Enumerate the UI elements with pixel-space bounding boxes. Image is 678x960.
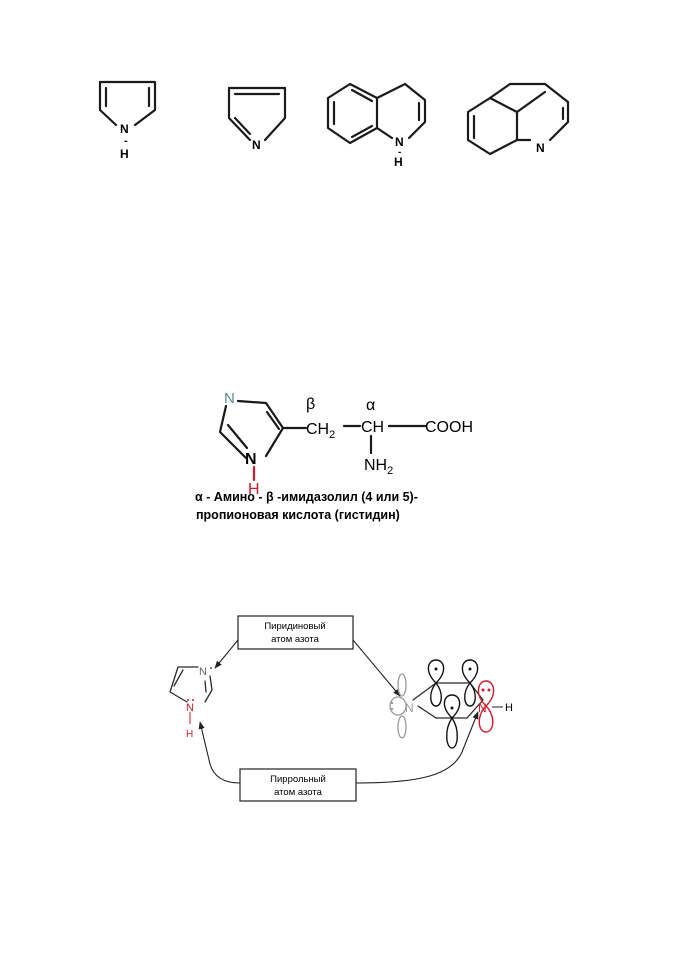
indole-structure: N - H [326, 82, 427, 169]
pyridine-label-line1: Пиридиновый [264, 621, 325, 632]
2h-pyrrole-structure: N [227, 86, 287, 152]
arrow-to-orbital-n-right [355, 711, 479, 784]
small-ring-h: H [186, 729, 193, 740]
indole-h-label: H [394, 155, 403, 169]
orbital-n-right: N H [477, 680, 513, 733]
histidine-caption-line2: пропионовая кислота (гистидин) [196, 508, 400, 522]
alpha-label: α [366, 397, 375, 414]
pyrrole-structure: N - H [98, 80, 157, 161]
pyridine-nitrogen-label-box [237, 615, 354, 650]
histidine-ring-n-bottom: N [245, 451, 257, 468]
imidazole-electronic-scheme: Пиридиновый атом азота Пиррольный атом а… [169, 615, 513, 802]
histidine-caption-line1: α - Амино - β -имидазолил (4 или 5)- [195, 490, 418, 504]
pyrrole-n-label: N [120, 122, 129, 136]
orbital-h-label: H [505, 702, 513, 714]
beta-label: β [306, 396, 315, 413]
pyrrole-h-label: H [120, 147, 129, 161]
small-ring-n-top: N [199, 666, 207, 678]
cooh-label: COOH [425, 419, 473, 436]
orbital-n-left-label: N [405, 701, 414, 715]
pyridine-label-line2: атом азота [271, 634, 320, 645]
p-orbital-top-left [427, 659, 445, 707]
indole-dash: - [398, 147, 401, 158]
small-ring-n-bottom: N [186, 702, 194, 714]
arrow-to-pyrrole-n [198, 721, 241, 784]
arrow-to-orbital-n-left [352, 639, 401, 697]
pyrrole-nitrogen-label-box [239, 768, 357, 802]
ch2-label: CH2 [306, 421, 335, 441]
pyrrole-dash: - [124, 135, 128, 147]
pyrrole-label-line2: атом азота [274, 787, 323, 798]
orbital-framework [412, 682, 484, 719]
histidine-structure: N N H β CH2 α CH COOH NH2 α - Амино - β … [195, 390, 473, 522]
histidine-ring-n-top: N [224, 390, 235, 407]
p-orbital-bottom [443, 694, 461, 749]
p-orbital-top-right [461, 659, 479, 707]
histidine-ring-h: H [248, 481, 260, 498]
orbital-n-right-label: N [478, 701, 487, 715]
2h-pyrrole-n-label: N [252, 138, 261, 152]
ch-label: CH [361, 419, 384, 436]
arrow-to-pyridine-n [214, 639, 239, 669]
nh2-label: NH2 [364, 457, 393, 477]
indole-n-label: N [395, 135, 404, 149]
pyrrole-label-line1: Пиррольный [270, 774, 326, 785]
3h-indole-structure: N [466, 82, 570, 156]
orbital-n-left: N [389, 673, 414, 739]
3h-indole-n-label: N [536, 141, 545, 155]
